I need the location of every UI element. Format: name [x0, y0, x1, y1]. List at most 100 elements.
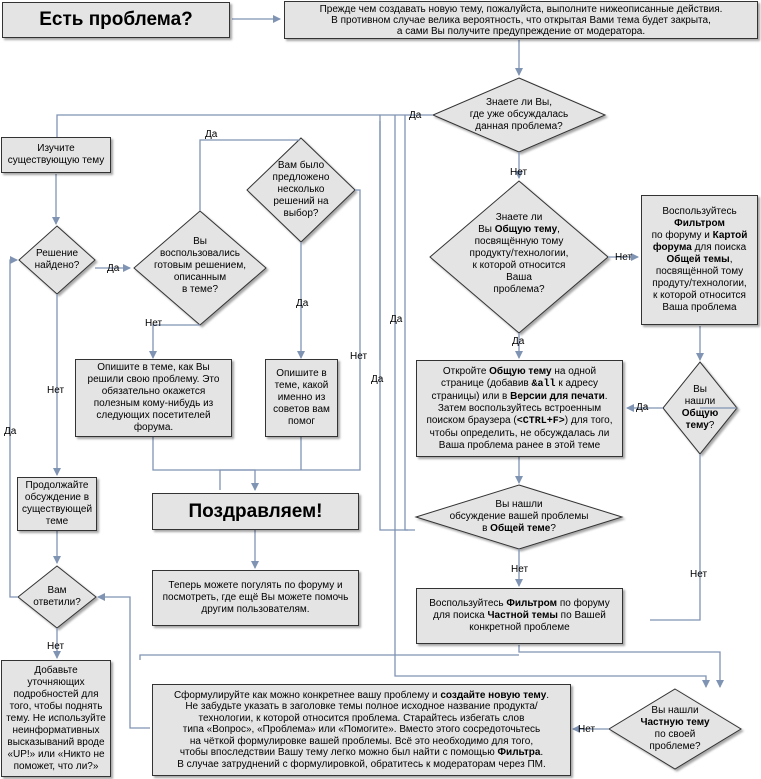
- edge-label-yes: Да: [636, 402, 649, 413]
- edge-label-yes: Да: [390, 314, 403, 325]
- box-text: обязательно окажется: [101, 386, 206, 397]
- box-text: форума для поиска: [652, 242, 747, 253]
- decision-used-solution: Вы воспользовались готовым решением, опи…: [142, 236, 258, 296]
- decision-text: Вы: [193, 236, 207, 247]
- edge-label-yes: Да: [107, 263, 120, 274]
- decision-text: Частную тему: [640, 717, 710, 728]
- box-text: решили свою проблему. Это: [87, 374, 220, 385]
- box-text: чтобы определить, не обсуждалась ли: [429, 427, 610, 439]
- box-text: существующей: [21, 504, 93, 515]
- box-text: уточняющих: [27, 676, 85, 688]
- box-text: Сформулируйте как можно конкретнее вашу …: [173, 689, 550, 701]
- decision-text: Вы нашли: [495, 499, 543, 510]
- decision-know-discussed: Знаете ли Вы, где уже обсуждалась данная…: [443, 97, 595, 133]
- start-title: Есть проблема?: [39, 9, 193, 30]
- describe-solution-box: Опишите в теме, как Вы решили свою пробл…: [75, 359, 232, 437]
- decision-text: где уже обсуждалась: [469, 109, 569, 120]
- edge-label-yes: Да: [205, 129, 218, 140]
- congrats-box: Поздравляем!: [152, 493, 359, 530]
- box-text: Воспользуйтесь Фильтром по форуму: [429, 598, 610, 609]
- decision-solution-found: Решение найдено?: [25, 248, 89, 272]
- edge-label-no: Нет: [615, 252, 633, 263]
- decision-text: готовым решением,: [154, 260, 246, 271]
- decision-text: в теме?: [181, 284, 219, 295]
- edge-label-yes: Да: [296, 298, 309, 309]
- box-text: полезным кому-нибудь из: [93, 398, 214, 409]
- box-text: по форуму и Картой: [651, 230, 748, 241]
- add-details-box: Добавьте уточняющих подробностей для тог…: [1, 660, 111, 777]
- intro-line: В противном случае велика вероятность, ч…: [331, 14, 711, 26]
- decision-text: решений на: [273, 196, 329, 207]
- box-text: Фильтром: [674, 218, 725, 229]
- decision-text: описанным: [173, 272, 227, 283]
- decision-found-specific: Вы нашли Частную тему по своей проблеме?: [625, 705, 725, 753]
- edge-label-no: Нет: [690, 569, 708, 580]
- decision-text: воспользовались: [160, 248, 240, 259]
- decision-text: Ваша: [506, 272, 532, 283]
- box-text: подробностей для: [13, 688, 99, 700]
- box-text: Теперь можете погулять по форуму и: [168, 580, 343, 591]
- decision-text: несколько: [277, 184, 325, 195]
- congrats-title: Поздравляем!: [188, 500, 323, 522]
- decision-text: посвящённую тому: [474, 236, 564, 247]
- decision-know-general: Знаете ли Вы Общую тему, посвящённую том…: [447, 212, 591, 296]
- box-text: следующих посетителей: [96, 410, 211, 421]
- box-text: на чёткой формулировке вашей проблемы. В…: [189, 735, 534, 747]
- intro-line: Прежде чем создавать новую тему, пожалуй…: [319, 3, 723, 15]
- box-text: «UP!» или «Никто не: [7, 748, 105, 760]
- box-text: В случае затруднений с формулировкой, об…: [177, 758, 546, 770]
- box-text: Изучите: [37, 143, 75, 154]
- decision-text: найдено?: [34, 260, 80, 271]
- box-text: посвящённой тому: [655, 266, 744, 277]
- box-text: Продолжайте: [25, 480, 89, 491]
- box-text: высказываний вроде: [7, 736, 105, 748]
- decision-text: Знаете ли: [495, 212, 543, 223]
- decision-text: обсуждение вашей проблемы: [449, 511, 589, 522]
- box-text: Опишите в теме, как Вы: [97, 362, 210, 373]
- box-text: форума.: [133, 422, 174, 433]
- edge-label-yes: Да: [371, 374, 384, 385]
- open-general-topic-box: Откройте Общую тему на одной странице (д…: [416, 360, 623, 457]
- decision-text: к которой относится: [472, 260, 566, 271]
- decision-text: Вы: [693, 384, 707, 395]
- describe-advice-box: Опишите в теме, какой именно из советов …: [265, 359, 338, 437]
- box-text: Опишите в: [276, 368, 327, 379]
- box-text: странице (добавив &all к адресу: [440, 377, 598, 390]
- edge-label-yes: Да: [409, 110, 422, 121]
- edge-label-yes: Да: [4, 426, 17, 437]
- decision-text: предложено: [272, 172, 330, 183]
- box-text: поиском браузера (<CTRL+F>) для того,: [426, 414, 613, 427]
- decision-text: проблема?: [493, 284, 545, 295]
- box-text: тему. Не используйте: [6, 712, 106, 724]
- decision-found-specific-shape: [608, 688, 742, 770]
- box-text: продуту/технологии,: [652, 278, 747, 289]
- use-filter-specific-box: Воспользуйтесь Фильтром по форуму для по…: [416, 588, 623, 644]
- decision-offered-several: Вам было предложено несколько решений на…: [259, 160, 343, 220]
- decision-text: Знаете ли Вы,: [486, 97, 552, 108]
- box-text: теме, какой: [274, 380, 329, 391]
- box-text: Ваша проблема: [662, 302, 737, 313]
- decision-text: выбор?: [283, 208, 319, 219]
- box-text: технологии, к которой относится проблема…: [198, 712, 525, 724]
- edge-label-no: Нет: [511, 564, 529, 575]
- create-topic-box: Сформулируйте как можно конкретнее вашу …: [152, 684, 571, 776]
- decision-answered: Вам ответили?: [27, 585, 87, 609]
- box-text: посмотреть, где ещё Вы можете помочь: [162, 592, 349, 603]
- box-text: советов вам: [273, 404, 330, 415]
- box-text: именно из: [277, 392, 326, 403]
- box-text: поможет, что ли?»: [13, 760, 99, 772]
- decision-text: Вам было: [277, 160, 325, 171]
- decision-text: Решение: [35, 248, 79, 259]
- edge-label-no: Нет: [47, 641, 65, 652]
- box-text: Добавьте: [34, 664, 78, 676]
- study-topic-box: Изучите существующую тему: [1, 137, 111, 173]
- box-text: Общей темы,: [666, 254, 733, 265]
- decision-text: продукту/технологии,: [469, 248, 569, 259]
- decision-found-discussion: Вы нашли обсуждение вашей проблемы в Общ…: [436, 499, 602, 535]
- box-text: типа «Вопрос», «Проблема» или «Помогите»…: [182, 724, 541, 736]
- box-text: того, чтобы поднять: [9, 700, 103, 712]
- box-text: помог: [287, 416, 316, 427]
- edge-label-yes: Да: [512, 336, 525, 347]
